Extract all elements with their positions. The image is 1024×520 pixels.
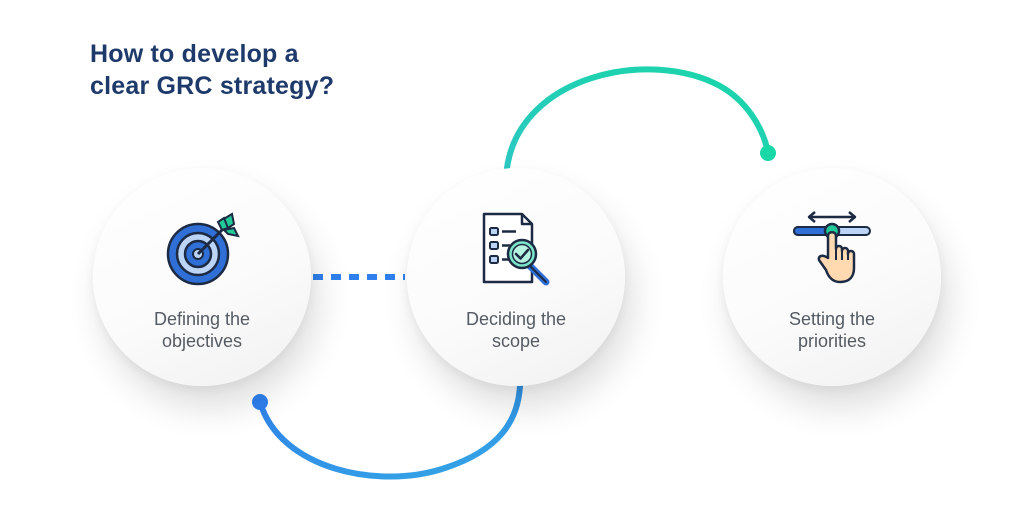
- step-label-line-1: Deciding the: [465, 309, 567, 329]
- connector-arc-bottom: [257, 383, 523, 480]
- connector-dot-bottom: [252, 394, 268, 410]
- title-line-1: How to develop a: [90, 40, 299, 68]
- connector-arc-top: [504, 66, 771, 171]
- target-icon: [166, 212, 240, 286]
- hand-slider-icon: [793, 211, 871, 284]
- document-magnifier-icon: [482, 212, 550, 286]
- page-title: How to develop a clear GRC strategy?: [90, 38, 334, 102]
- title-line-2: clear GRC strategy?: [90, 72, 335, 100]
- step-setting-priorities: Setting the priorities: [723, 168, 941, 386]
- step-label: Defining the objectives: [93, 308, 311, 352]
- connector-dot-top: [760, 145, 776, 161]
- step-label: Setting the priorities: [723, 308, 941, 352]
- step-label-line-1: Defining the: [153, 309, 251, 329]
- step-label-line-1: Setting the: [788, 309, 876, 329]
- step-label-line-2: objectives: [161, 331, 243, 351]
- step-label: Deciding the scope: [407, 308, 625, 352]
- step-deciding-scope: Deciding the scope: [407, 168, 625, 386]
- step-defining-objectives: Defining the objectives: [93, 168, 311, 386]
- step-label-line-2: scope: [491, 331, 541, 351]
- step-label-line-2: priorities: [797, 331, 867, 351]
